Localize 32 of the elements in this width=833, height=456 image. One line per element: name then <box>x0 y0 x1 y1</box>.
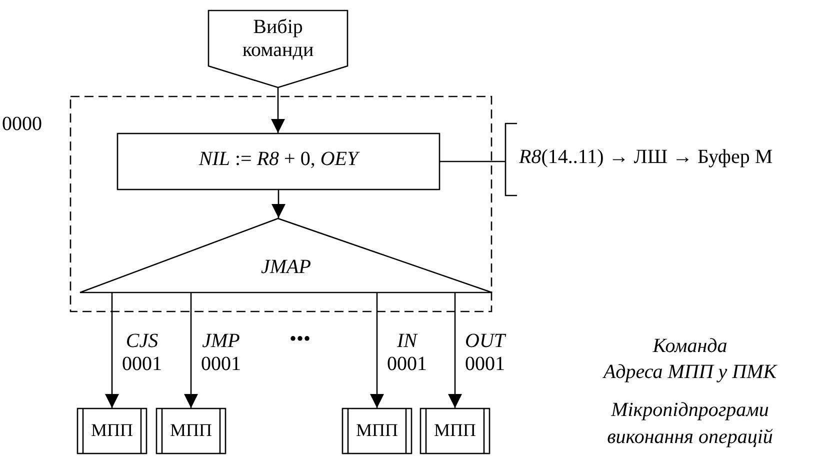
ellipsis: ••• <box>288 327 312 352</box>
legend-note: Команда <box>652 334 728 359</box>
node-label: МПП <box>354 420 399 441</box>
node-label: МПП <box>432 420 477 441</box>
process-box <box>117 133 440 190</box>
dashed-frame <box>70 96 492 312</box>
legend-note: Мікропідпрограми виконання операцій <box>606 398 774 450</box>
edge-label: OUT 0001 <box>465 330 506 376</box>
edge-label: CJS 0001 <box>122 330 162 376</box>
subroutine-box <box>420 408 490 454</box>
subroutine-box <box>77 408 147 454</box>
node-label: NIL := R8 + 0, OEY <box>198 148 361 171</box>
arrow <box>272 190 286 218</box>
connector-line <box>440 160 505 162</box>
edge-label: JMP 0001 <box>201 330 241 376</box>
arrow <box>271 88 285 133</box>
node-label: JMAP <box>260 256 312 279</box>
decision-triangle <box>80 218 492 293</box>
arrow <box>184 293 198 408</box>
node-label: МПП <box>168 420 213 441</box>
node-label: R8(14..11) → ЛШ → Буфер М <box>519 146 774 169</box>
arrow <box>370 293 384 408</box>
subroutine-box <box>342 408 412 454</box>
node-label: МПП <box>90 420 134 441</box>
edge-label: IN 0001 <box>387 330 427 376</box>
off-page-connector <box>208 10 348 88</box>
block-address: 0000 <box>2 113 42 136</box>
connector-label: Вибір команди <box>241 16 315 62</box>
arrow <box>448 293 462 408</box>
arrow <box>105 293 119 408</box>
legend-note: Адреса МПП у ПМК <box>602 360 778 385</box>
subroutine-box <box>156 408 226 454</box>
